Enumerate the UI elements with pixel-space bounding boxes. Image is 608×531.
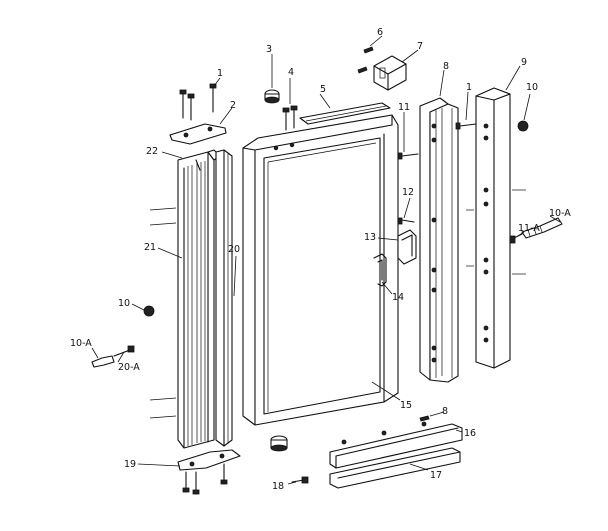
label-10-right: 10 — [526, 82, 538, 93]
label-4: 4 — [288, 67, 294, 78]
label-1-top-left: 1 — [217, 68, 223, 79]
label-1-right: 1 — [466, 82, 472, 93]
label-22: 22 — [146, 146, 158, 157]
label-5: 5 — [320, 84, 326, 95]
label-10-a-left: 10-A — [70, 338, 92, 349]
leader-lines — [91, 35, 561, 485]
label-8-bottom: 8 — [442, 406, 448, 417]
label-6: 6 — [377, 27, 383, 38]
top-cap — [169, 123, 227, 145]
label-7: 7 — [417, 41, 423, 52]
jamb-screws — [397, 122, 477, 225]
hinge-rail — [215, 149, 233, 447]
corner-bracket — [373, 55, 407, 91]
bottom-cap — [177, 449, 241, 471]
anchor-plug-right — [517, 120, 529, 132]
part-labels: 1 2 3 4 5 6 7 8 9 10 1 11 10-A 11-A 12 1… — [70, 27, 571, 492]
cap-screws — [179, 83, 217, 121]
wall-channel — [466, 87, 526, 369]
label-2: 2 — [230, 100, 236, 111]
label-11: 11 — [398, 102, 410, 113]
label-3: 3 — [266, 44, 272, 55]
label-17: 17 — [430, 470, 442, 481]
door-handle — [373, 229, 417, 287]
top-guide — [299, 102, 391, 125]
label-10-a-right: 10-A — [549, 208, 571, 219]
bottom-track — [329, 421, 463, 469]
label-20-a: 20-A — [118, 362, 140, 373]
label-10-left: 10 — [118, 298, 130, 309]
sill-strip — [329, 447, 461, 489]
label-21: 21 — [144, 242, 156, 253]
sweep-screw — [419, 415, 430, 422]
label-9: 9 — [521, 57, 527, 68]
bumper-top — [264, 89, 280, 104]
label-11-a: 11-A — [518, 223, 540, 234]
bumper-bottom — [270, 435, 288, 452]
track-screw — [291, 476, 309, 484]
label-8-top: 8 — [443, 61, 449, 72]
label-13: 13 — [364, 232, 376, 243]
bracket-screws — [357, 46, 374, 74]
left-wall-jamb — [149, 149, 221, 449]
anchor-screw-left — [91, 345, 135, 368]
strike-jamb — [419, 97, 459, 383]
anchor-plug-left — [143, 305, 155, 317]
hinge-screws — [282, 105, 298, 131]
label-16: 16 — [464, 428, 476, 439]
label-12: 12 — [402, 187, 414, 198]
label-14: 14 — [392, 292, 404, 303]
label-19: 19 — [124, 459, 136, 470]
label-20: 20 — [228, 244, 240, 255]
door-panel — [242, 114, 399, 426]
anchor-screw-right — [509, 217, 563, 244]
label-15: 15 — [400, 400, 412, 411]
label-18: 18 — [272, 481, 284, 492]
bottom-screws — [182, 463, 228, 495]
